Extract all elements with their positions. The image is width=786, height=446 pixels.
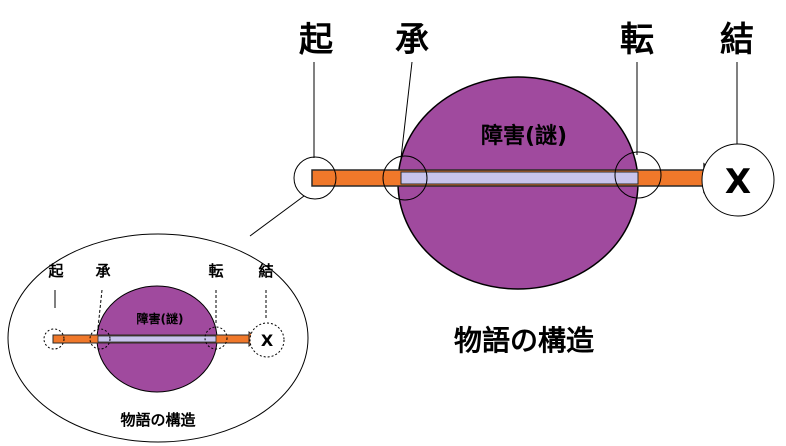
main-diagram: 障害(謎) X 起 承 転 結 物語の構造 (293, 20, 775, 357)
thumb-sho-leader (97, 289, 103, 329)
ketsu-point-circle (701, 143, 775, 217)
main-caption: 物語の構造 (454, 324, 594, 357)
ten-point-circle (614, 151, 662, 199)
ki-point-circle (293, 156, 337, 200)
sho-point-circle (382, 155, 428, 201)
thumb-caption: 物語の構造 (120, 411, 195, 429)
thumbnail-diagram: 障害(謎) X 起 承 転 結 物語の構造 (7, 233, 309, 443)
ten-label: 転 (620, 20, 654, 60)
thumb-ketsu-label: 結 (258, 262, 273, 280)
zoom-connector-line (249, 195, 305, 237)
end-mark: X (725, 162, 751, 202)
sho-leader-line (400, 61, 413, 159)
thumb-sho-label: 承 (95, 262, 110, 280)
thumb-ten-label: 転 (208, 262, 223, 280)
sho-label: 承 (395, 20, 429, 60)
thumb-ki-label: 起 (47, 262, 64, 280)
obstacle-label: 障害(謎) (481, 123, 567, 149)
thumb-end-mark: X (261, 331, 274, 350)
obstacle-bar (400, 171, 639, 185)
thumb-ki-circle (43, 328, 65, 350)
thumb-obstacle-label: 障害(謎) (137, 311, 184, 326)
ki-label: 起 (299, 20, 334, 60)
thumb-ten-circle (204, 326, 228, 350)
thumb-ketsu-circle (249, 322, 285, 358)
thumb-sho-circle (89, 328, 111, 350)
thumb-obstacle-bar (97, 335, 217, 343)
ketsu-label: 結 (720, 20, 754, 60)
